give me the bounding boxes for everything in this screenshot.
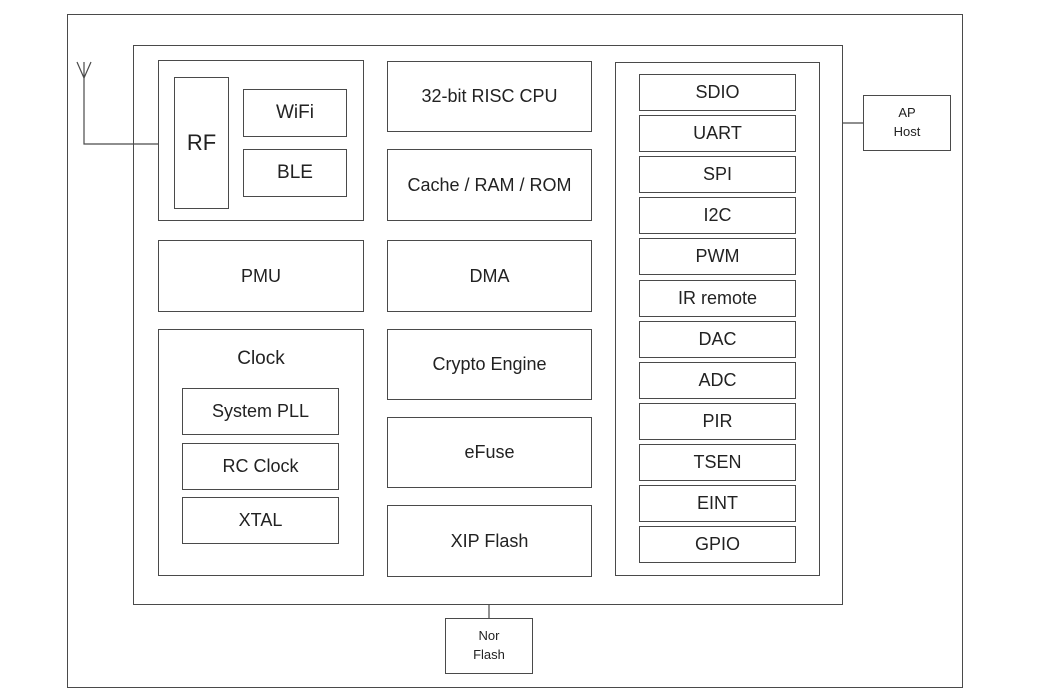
peripheral-eint-block: EINT [639, 485, 796, 522]
antenna-icon [76, 61, 92, 80]
xip-flash-block: XIP Flash [387, 505, 592, 577]
peripheral-adc-block: ADC [639, 362, 796, 399]
peripheral-spi-block: SPI [639, 156, 796, 193]
memory-block: Cache / RAM / ROM [387, 149, 592, 221]
peripheral-tsen-block: TSEN [639, 444, 796, 481]
soc-boundary [133, 45, 843, 605]
system-pll-block: System PLL [182, 388, 339, 435]
wifi-block: WiFi [243, 89, 347, 137]
crypto-engine-block: Crypto Engine [387, 329, 592, 400]
clock-title: Clock [237, 348, 285, 369]
xtal-block: XTAL [182, 497, 339, 544]
antenna-feed-line [83, 78, 174, 145]
peripheral-ir-remote-block: IR remote [639, 280, 796, 317]
cpu-block: 32-bit RISC CPU [387, 61, 592, 132]
rc-clock-block: RC Clock [182, 443, 339, 490]
efuse-block: eFuse [387, 417, 592, 488]
nor-flash-label-line-1: Nor [478, 628, 500, 644]
pmu-block: PMU [158, 240, 364, 312]
peripheral-uart-block: UART [639, 115, 796, 152]
peripheral-i2c-block: I2C [639, 197, 796, 234]
peripheral-pir-block: PIR [639, 403, 796, 440]
rf-block: RF [174, 77, 229, 209]
ap-host-block: AP Host [863, 95, 951, 151]
peripheral-sdio-block: SDIO [639, 74, 796, 111]
diagram-outer-frame [67, 14, 963, 688]
ble-block: BLE [243, 149, 347, 197]
nor-flash-label-line-2: Flash [473, 647, 505, 662]
dma-block: DMA [387, 240, 592, 312]
peripheral-gpio-block: GPIO [639, 526, 796, 563]
peripheral-dac-block: DAC [639, 321, 796, 358]
nor-flash-block: Nor Flash [445, 618, 533, 674]
ap-host-label-line-2: Host [893, 124, 921, 139]
ap-host-label-line-1: AP [898, 105, 916, 121]
peripheral-pwm-block: PWM [639, 238, 796, 275]
